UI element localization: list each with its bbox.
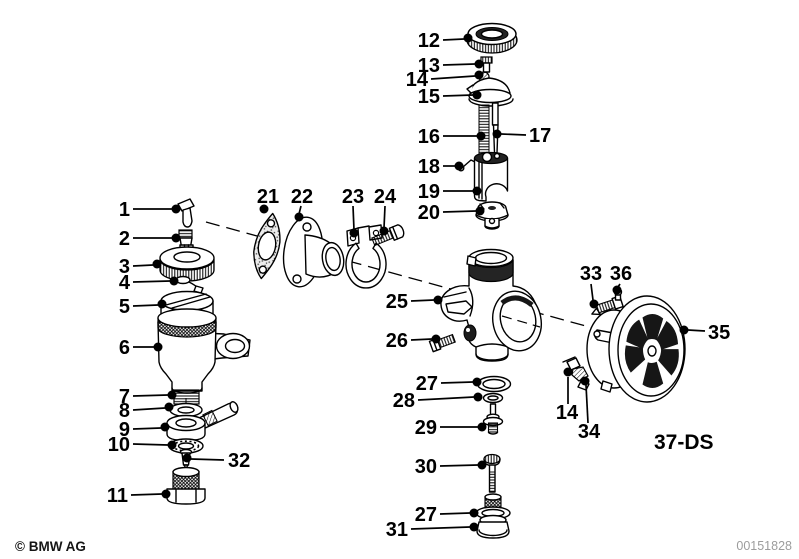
callout-14[interactable]: 14 xyxy=(406,69,429,91)
callout-25[interactable]: 25 xyxy=(386,291,408,313)
callout-4[interactable]: 4 xyxy=(119,272,131,294)
callout-6[interactable]: 6 xyxy=(119,337,130,359)
part-16-slide-spring xyxy=(478,104,490,156)
callout-14b[interactable]: 14 xyxy=(556,402,579,424)
part-25-carburetor-body xyxy=(440,248,542,362)
part-9-banjo-fitting xyxy=(166,401,239,442)
variant-label: 37-DS xyxy=(654,431,714,454)
callout-19[interactable]: 19 xyxy=(418,181,440,203)
callout-9[interactable]: 9 xyxy=(119,419,130,441)
part-11-filter-cap-nut xyxy=(166,466,206,505)
part-21-flange-gasket xyxy=(253,212,281,280)
callout-33[interactable]: 33 xyxy=(580,263,602,285)
callout-30[interactable]: 30 xyxy=(415,456,437,478)
callout-18[interactable]: 18 xyxy=(418,156,440,178)
part-19-throttle-slide xyxy=(473,151,509,202)
callout-22[interactable]: 22 xyxy=(291,186,313,208)
callout-35[interactable]: 35 xyxy=(708,322,730,344)
callout-16[interactable]: 16 xyxy=(418,126,440,148)
callout-3[interactable]: 3 xyxy=(119,256,130,278)
part-30-screw xyxy=(483,453,501,493)
part-27-o-ring xyxy=(476,375,512,393)
callout-7[interactable]: 7 xyxy=(119,386,130,408)
callout-28[interactable]: 28 xyxy=(393,390,415,412)
callout-34[interactable]: 34 xyxy=(578,421,601,443)
part-35-air-filter-cover xyxy=(608,295,686,403)
callout-24[interactable]: 24 xyxy=(374,186,397,208)
part-22-intake-stub xyxy=(282,216,345,288)
callout-8[interactable]: 8 xyxy=(119,400,130,422)
callout-13[interactable]: 13 xyxy=(418,55,440,77)
callout-10[interactable]: 10 xyxy=(108,434,130,456)
callout-32[interactable]: 32 xyxy=(228,450,250,472)
part-8-seal-washer xyxy=(169,402,203,418)
callout-29[interactable]: 29 xyxy=(415,417,437,439)
part-28-washer xyxy=(482,392,504,404)
leader-lines xyxy=(130,33,706,532)
callout-15[interactable]: 15 xyxy=(418,86,440,108)
part-31-banjo-union xyxy=(475,493,511,539)
callout-1[interactable]: 1 xyxy=(119,199,130,221)
vent-slots xyxy=(624,314,679,388)
callout-36[interactable]: 36 xyxy=(610,263,632,285)
part-3-float-chamber-cap xyxy=(159,244,215,282)
callout-27b[interactable]: 27 xyxy=(415,504,437,526)
part-1-float-needle-pin xyxy=(177,198,195,228)
callout-21[interactable]: 21 xyxy=(257,186,279,208)
centerline-through-bore xyxy=(501,315,541,328)
callout-11[interactable]: 11 xyxy=(107,485,128,507)
part-12-ring-nut-cap xyxy=(466,22,518,54)
part-6-float-chamber-body xyxy=(157,308,251,394)
callout-labels: 1 2 3 4 5 6 7 8 9 10 11 32 12 13 14 15 1… xyxy=(107,30,730,541)
callout-23[interactable]: 23 xyxy=(342,186,364,208)
callout-31[interactable]: 31 xyxy=(386,519,408,541)
callout-17[interactable]: 17 xyxy=(529,125,551,147)
part-29-needle-jet xyxy=(482,403,504,435)
part-7-threaded-neck xyxy=(173,389,200,405)
callout-12[interactable]: 12 xyxy=(418,30,440,52)
image-number: 00151828 xyxy=(736,539,792,553)
callout-26[interactable]: 26 xyxy=(386,330,408,352)
callout-5[interactable]: 5 xyxy=(119,296,130,318)
copyright-text: © BMW AG xyxy=(15,539,86,554)
callout-2[interactable]: 2 xyxy=(119,228,130,250)
callout-27a[interactable]: 27 xyxy=(416,373,438,395)
callout-20[interactable]: 20 xyxy=(418,202,440,224)
